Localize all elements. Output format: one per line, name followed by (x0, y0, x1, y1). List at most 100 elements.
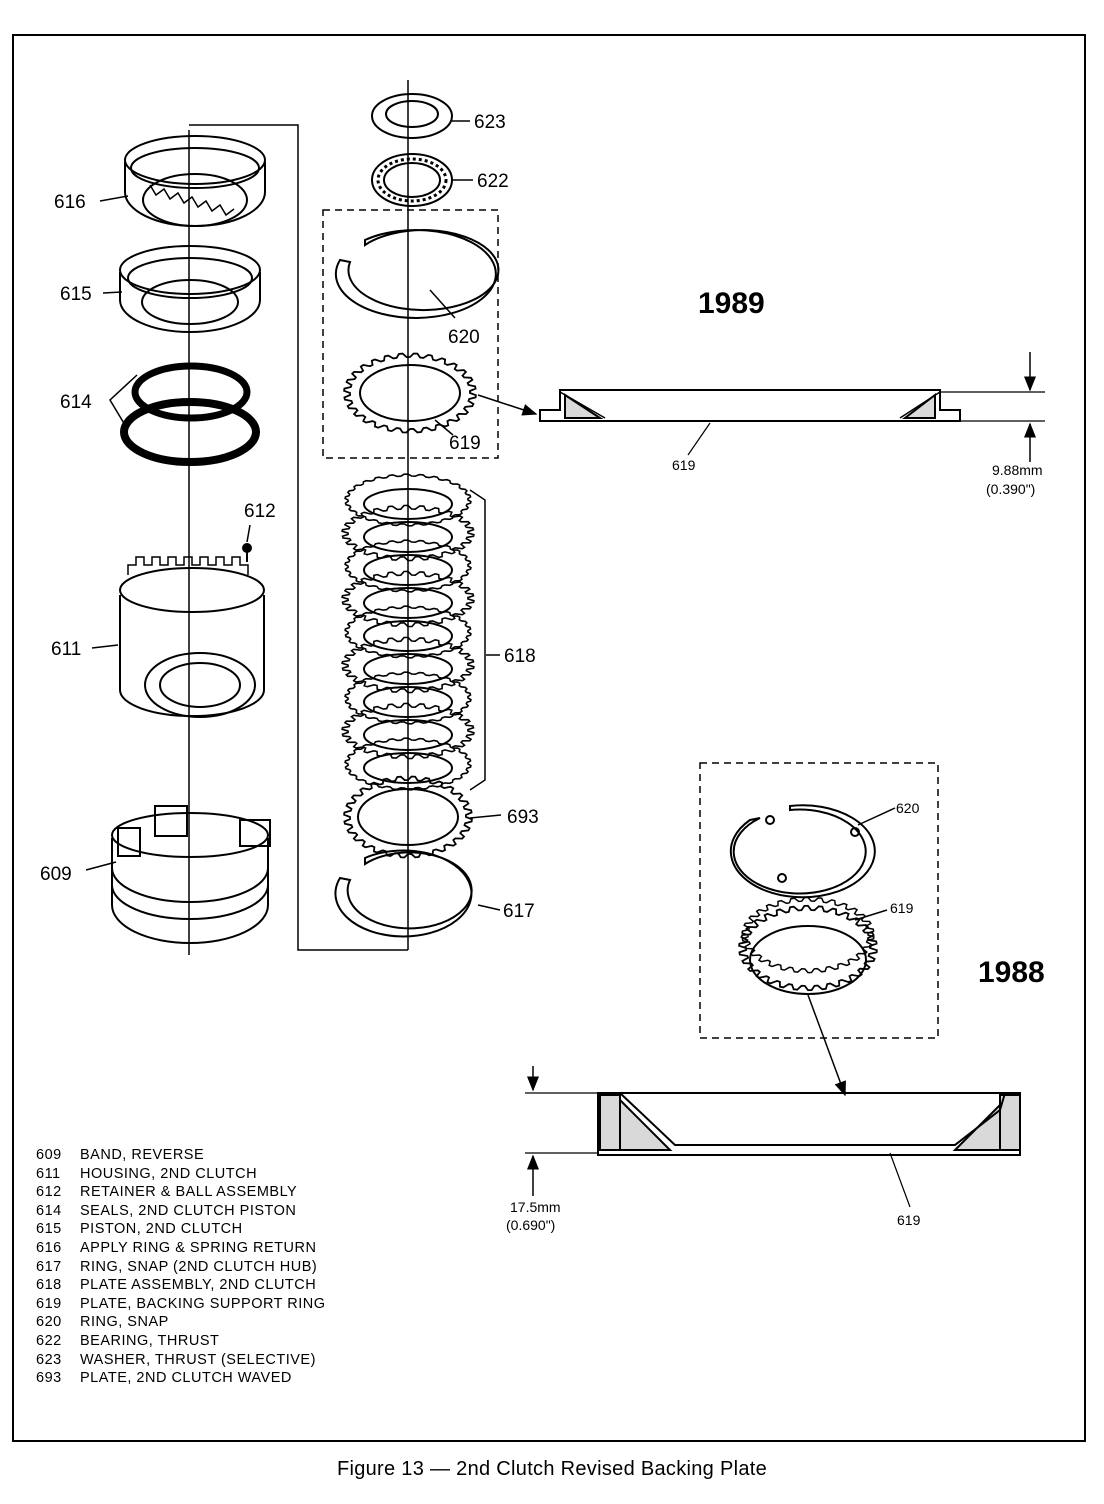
clutch-plate-bore (363, 587, 453, 619)
legend-row: 614 SEALS, 2ND CLUTCH PISTON (36, 1202, 326, 1221)
dim-1988-in: (0.690") (506, 1217, 555, 1233)
seals-614 (120, 362, 260, 466)
legend-row: 693 PLATE, 2ND CLUTCH WAVED (36, 1369, 326, 1388)
apply-ring-616 (124, 135, 266, 227)
clutch-plate-bore (363, 686, 453, 718)
dim-1988-mm: 17.5mm (510, 1199, 561, 1215)
snap-ring-620 (334, 229, 500, 319)
figure-frame (12, 34, 1086, 1442)
clutch-plate (341, 702, 475, 760)
housing-611 (119, 556, 265, 718)
backing-plate-619-1988 (738, 896, 878, 995)
legend-part-number: 623 (36, 1351, 62, 1368)
legend-part-description: BEARING, THRUST (80, 1332, 220, 1349)
legend-part-number: 612 (36, 1184, 62, 1201)
legend-row: 623 WASHER, THRUST (SELECTIVE) (36, 1351, 326, 1370)
figure-caption: Figure 13 — 2nd Clutch Revised Backing P… (336, 1458, 768, 1480)
plate-assembly-618 (341, 473, 475, 791)
callout-616: 616 (54, 192, 86, 213)
left-stack-group (111, 124, 408, 955)
legend-part-number: 616 (36, 1239, 62, 1256)
legend-part-description: HOUSING, 2ND CLUTCH (80, 1165, 258, 1182)
clutch-plate-bore (363, 719, 453, 751)
legend-part-description: RING, SNAP (2ND CLUTCH HUB) (80, 1258, 318, 1275)
waved-plate-693 (343, 775, 473, 859)
legend-part-description: PLATE, BACKING SUPPORT RING (80, 1295, 326, 1312)
legend-part-number: 693 (36, 1370, 62, 1387)
legend-part-number: 618 (36, 1277, 62, 1294)
clutch-plate-bore (363, 752, 453, 784)
profile-1988 (525, 1066, 1021, 1208)
clutch-plate-bore (363, 620, 453, 652)
legend-row: 622 BEARING, THRUST (36, 1332, 326, 1351)
connector-bracket (189, 124, 408, 951)
legend-part-description: WASHER, THRUST (SELECTIVE) (80, 1351, 316, 1368)
callout-609: 609 (40, 864, 72, 885)
year-1989: 1989 (698, 287, 765, 320)
plate-stack-bracket (469, 489, 486, 791)
clutch-plate (341, 570, 475, 628)
clutch-plate (344, 671, 472, 725)
washer-623 (371, 93, 453, 139)
callout-620-1988: 620 (896, 800, 920, 816)
legend-part-description: SEALS, 2ND CLUTCH PISTON (80, 1202, 297, 1219)
retainer-612 (242, 543, 252, 562)
legend-part-number: 611 (36, 1165, 61, 1182)
callout-612: 612 (244, 501, 276, 522)
callout-617: 617 (503, 901, 535, 922)
dim-1989-mm: 9.88mm (992, 462, 1043, 478)
legend-part-description: PLATE ASSEMBLY, 2ND CLUTCH (80, 1277, 317, 1294)
legend-row: 618 PLATE ASSEMBLY, 2ND CLUTCH (36, 1276, 326, 1295)
clutch-plate (344, 539, 472, 593)
clutch-plate (341, 636, 475, 694)
legend-part-description: APPLY RING & SPRING RETURN (80, 1239, 317, 1256)
clutch-plate-bore (363, 653, 453, 685)
legend-part-number: 617 (36, 1258, 62, 1275)
clutch-plate-bore (363, 521, 453, 553)
clutch-plate-bore (363, 488, 453, 520)
clutch-plate-bore (363, 554, 453, 586)
dashed-box-1989 (322, 209, 499, 459)
clutch-plate (344, 473, 472, 527)
callout-619-1989: 619 (449, 433, 481, 454)
legend-part-number: 614 (36, 1202, 62, 1219)
year-1988: 1988 (978, 956, 1045, 989)
callout-619-profile-1989: 619 (672, 457, 696, 473)
callout-615: 615 (60, 284, 92, 305)
callout-611: 611 (51, 639, 81, 660)
legend-part-description: PLATE, 2ND CLUTCH WAVED (80, 1370, 292, 1387)
callout-622: 622 (477, 171, 509, 192)
dim-1989-in: (0.390") (986, 481, 1035, 497)
callout-619-profile-1988: 619 (897, 1212, 921, 1228)
legend-row: 619 PLATE, BACKING SUPPORT RING (36, 1295, 326, 1314)
legend-part-number: 620 (36, 1314, 62, 1331)
legend-part-number: 615 (36, 1221, 62, 1238)
backing-plate-619-1989 (343, 352, 477, 434)
dashed-box-1988 (699, 762, 939, 1039)
profile-1989 (477, 352, 1045, 462)
legend-row: 620 RING, SNAP (36, 1313, 326, 1332)
group-1988 (699, 762, 939, 1097)
legend-row: 617 RING, SNAP (2ND CLUTCH HUB) (36, 1258, 326, 1277)
legend-part-number: 609 (36, 1147, 62, 1163)
legend-part-number: 622 (36, 1332, 62, 1349)
legend-row: 612 RETAINER & BALL ASSEMBLY (36, 1183, 326, 1202)
bearing-622 (371, 153, 453, 207)
clutch-plate (341, 504, 475, 562)
band-609 (111, 805, 271, 944)
legend-part-description: RETAINER & BALL ASSEMBLY (80, 1184, 298, 1201)
callout-618: 618 (504, 646, 536, 667)
callout-623: 623 (474, 112, 506, 133)
callout-614: 614 (60, 392, 92, 413)
leader-lines (85, 120, 896, 921)
piston-615 (119, 245, 261, 333)
legend-part-description: RING, SNAP (80, 1314, 169, 1331)
legend-row: 616 APPLY RING & SPRING RETURN (36, 1239, 326, 1258)
clutch-plate (344, 605, 472, 659)
legend-row: 611 HOUSING, 2ND CLUTCH (36, 1165, 326, 1184)
legend-part-number: 619 (36, 1295, 62, 1312)
